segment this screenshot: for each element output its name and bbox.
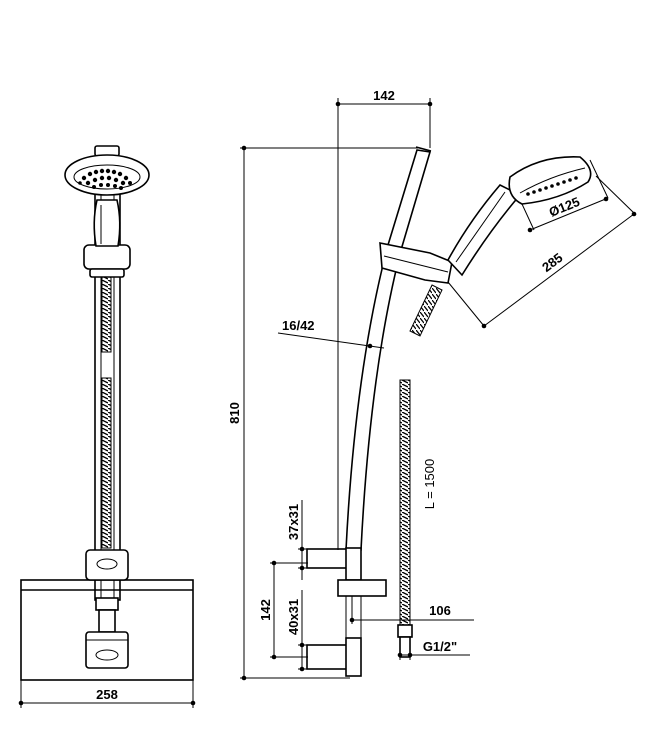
dim-total-height: 810 [227,402,242,424]
side-upper-bracket [306,548,348,569]
dim-bar-diameter: 16/42 [282,318,315,333]
dim-bracket-spacing: 142 [258,599,273,621]
dim-upper-bracket: 37x31 [286,504,301,540]
dim-thread: G1/2" [423,639,457,654]
dim-top-width: 142 [373,88,395,103]
dim-hose-length: L = 1500 [422,459,437,509]
dim-handset-length: 285 [539,250,565,275]
dim-lower-bracket: 40x31 [286,599,301,635]
side-shower-head [508,156,592,205]
dim-wall-offset: 106 [429,603,451,618]
front-shower-head [64,145,150,196]
side-rail-bar [345,149,432,551]
side-hose-stub [409,284,443,337]
front-view: 258 [18,145,196,708]
side-slider [379,242,453,284]
side-lower-bracket [306,644,348,670]
side-hose [399,379,411,626]
side-wall-plate [337,579,387,597]
front-hose [101,377,112,549]
dim-base-width: 258 [96,687,118,702]
front-slider [83,244,131,270]
front-lower-bracket [85,549,129,581]
side-handset-handle [447,184,522,277]
side-view: 142 810 Ø125 285 16/42 L = 1500 [227,88,637,681]
